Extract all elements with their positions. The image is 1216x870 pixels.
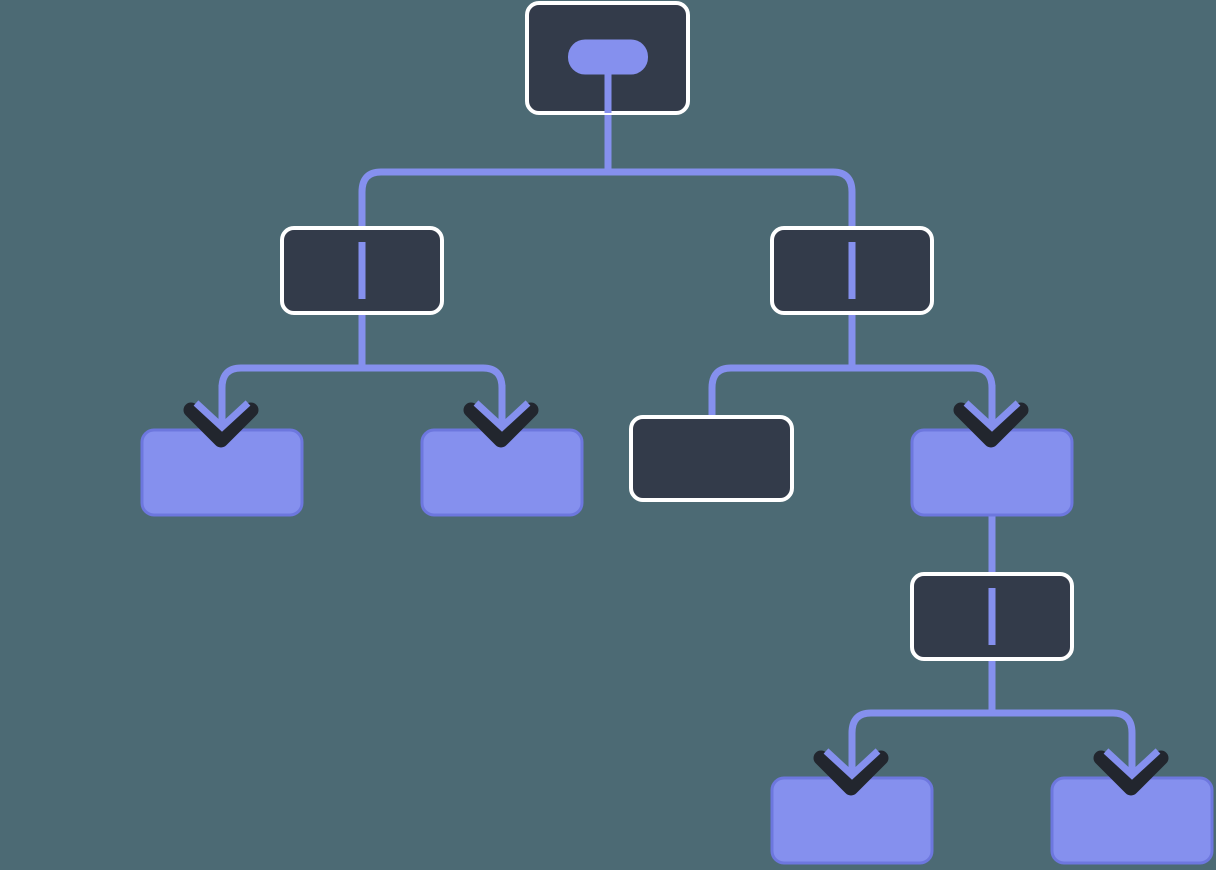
arrow-l4-b — [1093, 733, 1169, 796]
edges-layer — [218, 113, 1136, 778]
node-box-l2-c[interactable] — [629, 415, 794, 502]
connector-l3-a-to-l4-a — [848, 659, 996, 778]
arrowhead-shadow-chevron — [1093, 750, 1169, 796]
root-pill-badge — [568, 39, 648, 75]
node-root[interactable] — [525, 1, 690, 115]
arrow-l2-b — [463, 385, 539, 448]
arrowhead-shadow-chevron — [183, 402, 259, 448]
arrowheads-layer — [183, 385, 1169, 796]
arrow-l4-a — [813, 733, 889, 796]
nodes-layer — [140, 1, 1214, 865]
arrowhead-shadow-chevron — [463, 402, 539, 448]
node-l2-c[interactable] — [629, 415, 794, 502]
arrowhead-shadow-chevron — [953, 402, 1029, 448]
connector-l1-b-to-l2-c — [708, 313, 856, 417]
arrowhead-shadow-chevron — [813, 750, 889, 796]
connector-overlay-layer — [358, 242, 996, 645]
connector-root-to-l1-b — [604, 113, 856, 270]
connector-l3-a-to-l4-b — [988, 659, 1136, 778]
connector-root-to-l1-a — [358, 113, 612, 270]
arrow-l2-d — [953, 385, 1029, 448]
arrow-l2-a — [183, 385, 259, 448]
